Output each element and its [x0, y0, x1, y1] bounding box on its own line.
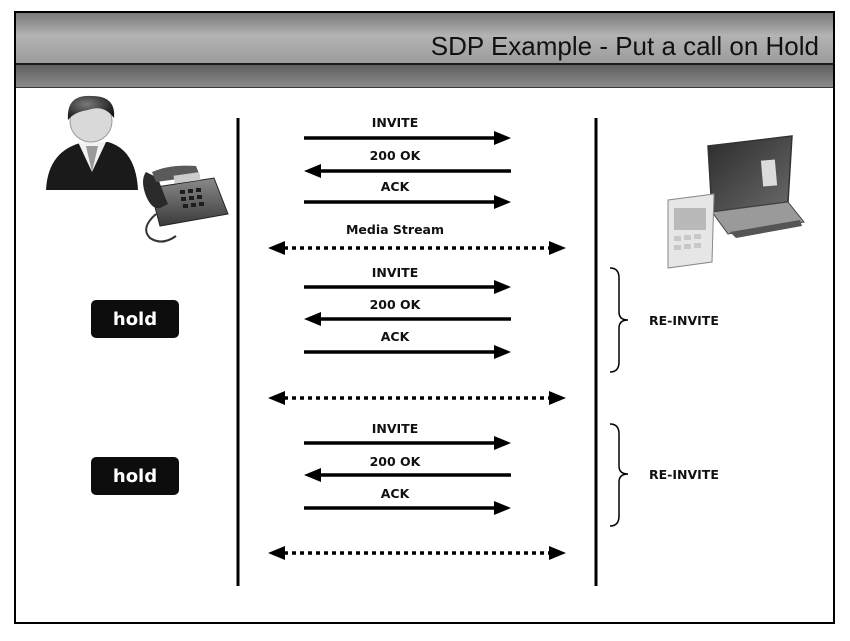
message-label: INVITE — [372, 265, 419, 280]
brace-1 — [609, 267, 629, 373]
re-invite-label-1: RE-INVITE — [649, 313, 719, 328]
message-label: 200 OK — [370, 297, 422, 312]
arrowhead-right — [494, 280, 511, 294]
message-6: 200 OK — [304, 297, 511, 326]
re-invite-label-2: RE-INVITE — [649, 467, 719, 482]
subheader-band — [16, 65, 833, 88]
arrowhead-left — [304, 312, 321, 326]
message-label: INVITE — [372, 421, 419, 436]
arrowhead-right — [549, 546, 566, 560]
header-band — [16, 13, 833, 63]
message-11: ACK — [304, 486, 511, 515]
arrowhead-left — [268, 546, 285, 560]
arrowhead-left — [268, 391, 285, 405]
message-label: ACK — [381, 329, 411, 344]
message-label: Media Stream — [346, 222, 444, 237]
message-9: INVITE — [304, 421, 511, 450]
brace-2 — [609, 423, 629, 527]
arrowhead-left — [268, 241, 285, 255]
message-label: ACK — [381, 179, 411, 194]
message-label: 200 OK — [370, 148, 422, 163]
phone-icon — [143, 165, 229, 243]
arrowhead-left — [304, 164, 321, 178]
hold-badge-1: hold — [91, 300, 179, 338]
message-12 — [268, 546, 566, 560]
arrowhead-right — [494, 195, 511, 209]
user-icon — [46, 95, 138, 190]
message-10: 200 OK — [304, 454, 511, 482]
arrowhead-right — [549, 391, 566, 405]
message-2: 200 OK — [304, 148, 511, 178]
message-5: INVITE — [304, 265, 511, 294]
message-label: ACK — [381, 486, 411, 501]
message-7: ACK — [304, 329, 511, 359]
hold-badge-2: hold — [91, 457, 179, 495]
message-1: INVITE — [304, 115, 511, 145]
message-4: Media Stream — [268, 222, 566, 255]
arrowhead-left — [304, 468, 321, 482]
arrowhead-right — [494, 131, 511, 145]
arrowhead-right — [494, 501, 511, 515]
message-label: INVITE — [372, 115, 419, 130]
header-rule — [16, 63, 833, 65]
slide-title: SDP Example - Put a call on Hold — [430, 31, 819, 61]
message-3: ACK — [304, 179, 511, 209]
arrowhead-right — [494, 436, 511, 450]
message-label: 200 OK — [370, 454, 422, 469]
arrowhead-right — [549, 241, 566, 255]
arrowhead-right — [494, 345, 511, 359]
message-8 — [268, 391, 566, 405]
laptop-icon — [667, 135, 805, 269]
